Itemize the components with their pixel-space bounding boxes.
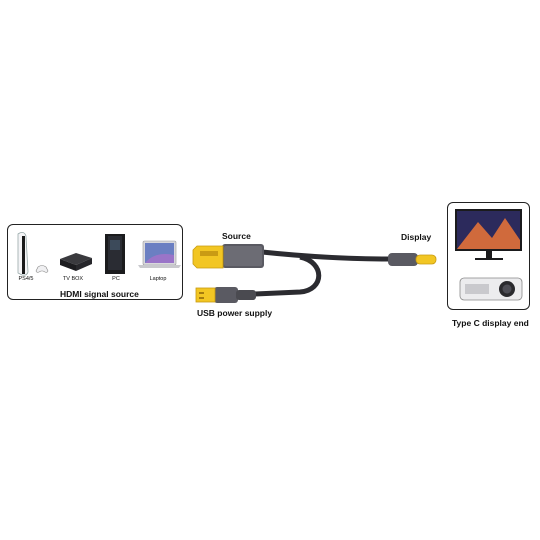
device-label-pc: PC xyxy=(112,276,120,282)
device-label-ps: PS4/5 xyxy=(18,276,34,282)
projector-icon xyxy=(459,277,523,301)
usb-connector xyxy=(195,287,256,303)
hdmi-cable xyxy=(254,249,391,297)
laptop-icon xyxy=(138,240,181,268)
display-end-panel xyxy=(447,202,530,310)
monitor-icon xyxy=(455,209,522,260)
hdmi-connector xyxy=(192,244,264,269)
hdmi-source-panel xyxy=(7,224,183,300)
tv-box-icon xyxy=(60,253,92,271)
display-label: Display xyxy=(401,232,432,242)
game-console-icon xyxy=(17,232,49,276)
device-label-tvbox: TV BOX xyxy=(62,276,84,282)
pc-tower-icon xyxy=(105,234,125,274)
hdmi-source-caption: HDMI signal source xyxy=(60,289,139,299)
type-c-connector xyxy=(388,253,437,266)
source-label: Source xyxy=(222,231,251,241)
device-label-laptop: Laptop xyxy=(149,276,167,282)
usb-power-label: USB power supply xyxy=(197,308,273,318)
display-end-caption: Type C display end xyxy=(452,318,529,328)
